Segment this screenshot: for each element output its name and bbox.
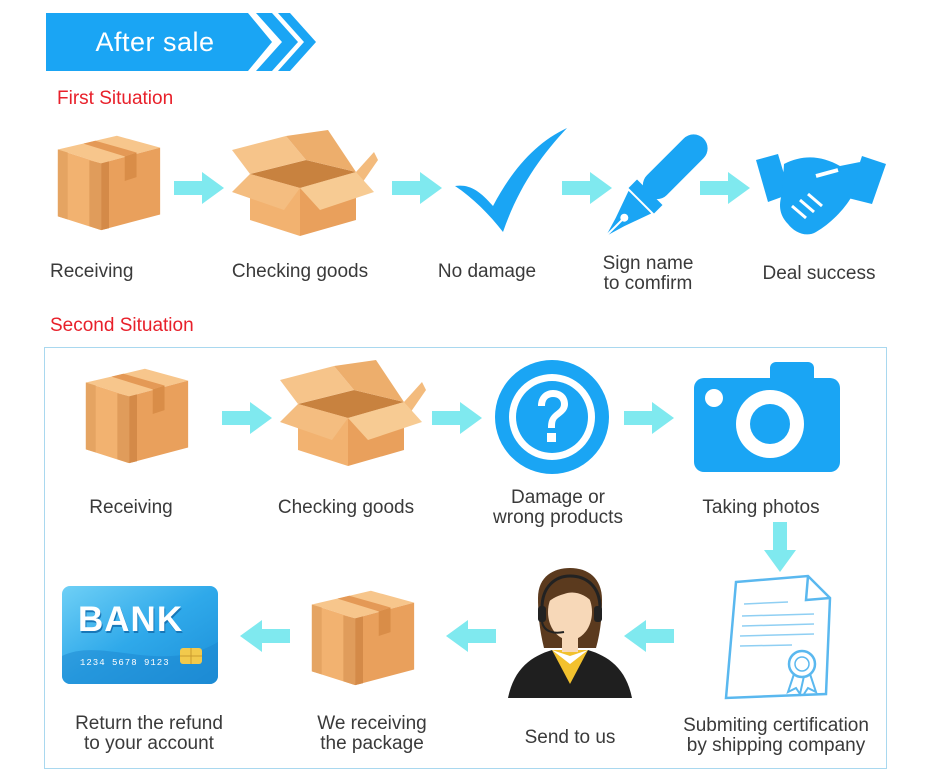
- certificate-icon: [724, 574, 832, 700]
- arrow-left-icon: [240, 620, 290, 652]
- first-step-3-label: No damage: [437, 261, 537, 282]
- header-banner: [46, 13, 316, 71]
- second-step-2-label: Checking goods: [277, 497, 415, 518]
- open-box-icon: [228, 130, 378, 240]
- second-step-4-label: Taking photos: [702, 497, 820, 518]
- second-step-1-label: Receiving: [89, 497, 173, 518]
- bank-card-number: 1234 5678 9123: [80, 658, 170, 668]
- arrow-right-icon: [432, 402, 482, 434]
- check-mark-icon: [455, 128, 567, 232]
- arrow-right-icon: [222, 402, 272, 434]
- customer-service-icon: [508, 568, 632, 698]
- header-title: After sale: [95, 27, 215, 57]
- open-box-icon: [276, 360, 426, 470]
- first-step-5-label: Deal success: [762, 263, 876, 284]
- closed-box-icon: [304, 582, 422, 692]
- pen-icon: [605, 134, 708, 237]
- arrow-right-icon: [624, 402, 674, 434]
- closed-box-icon: [50, 126, 168, 238]
- arrow-down-icon: [764, 522, 796, 572]
- second-step-6-label: Send to us: [524, 727, 616, 748]
- arrow-left-icon: [446, 620, 496, 652]
- first-step-2-label: Checking goods: [231, 261, 369, 282]
- first-situation-title: First Situation: [57, 88, 174, 109]
- first-step-1-label: Receiving: [50, 261, 134, 282]
- question-icon: [495, 360, 609, 474]
- arrow-right-icon: [700, 172, 750, 204]
- handshake-icon: [756, 154, 886, 235]
- closed-box-icon: [78, 360, 196, 470]
- arrow-right-icon: [392, 172, 442, 204]
- bank-card-brand: BANK: [78, 600, 184, 639]
- second-situation-title: Second Situation: [50, 315, 194, 336]
- second-situation-frame: [44, 347, 887, 769]
- camera-icon: [694, 362, 840, 472]
- arrow-right-icon: [174, 172, 224, 204]
- bank-card-icon: BANK 1234 5678 9123: [62, 586, 218, 684]
